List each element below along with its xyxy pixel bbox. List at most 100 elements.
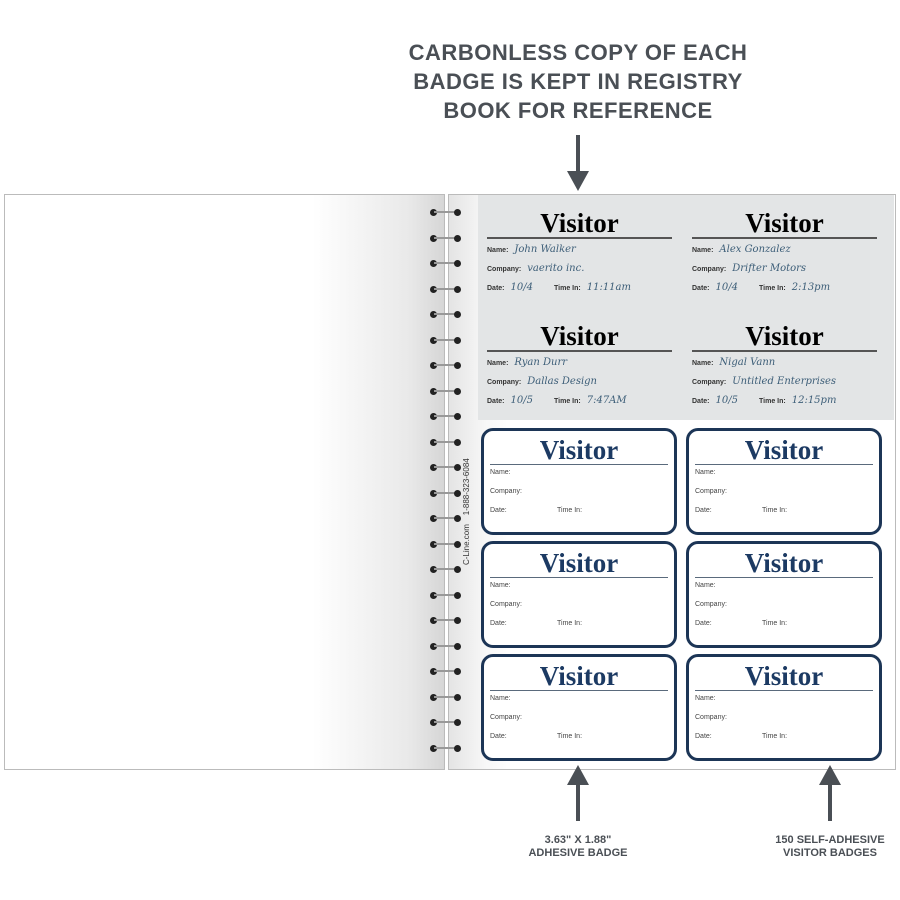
badge-title: Visitor — [744, 548, 824, 578]
spiral-ring — [430, 591, 464, 599]
spiral-ring — [430, 336, 464, 344]
date-value: 10/5 — [510, 395, 533, 406]
spiral-ring — [430, 514, 464, 522]
spiral-ring — [430, 463, 464, 471]
name-label: Name: — [695, 695, 716, 702]
spiral-ring — [430, 285, 464, 293]
name-label: Name: — [692, 247, 714, 254]
company-label: Company: — [695, 714, 727, 721]
spiral-ring — [430, 565, 464, 573]
name-label: Name: — [490, 695, 511, 702]
date-label: Date: — [490, 507, 507, 514]
time-label: Time In: — [554, 398, 581, 405]
company-label: Company: — [692, 266, 727, 273]
badge-title: Visitor — [539, 435, 619, 465]
spiral-ring — [430, 718, 464, 726]
name-label: Name: — [490, 582, 511, 589]
time-value: 7:47AM — [586, 395, 627, 406]
company-label: Company: — [692, 379, 727, 386]
time-value: 11:11am — [586, 282, 631, 293]
spiral-ring — [430, 259, 464, 267]
company-label: Company: — [695, 488, 727, 495]
spiral-ring — [430, 234, 464, 242]
name-label: Name: — [695, 582, 716, 589]
time-label: Time In: — [557, 507, 583, 514]
spiral-ring — [430, 310, 464, 318]
date-label: Date: — [490, 733, 507, 740]
name-value: Nigal Vann — [719, 357, 776, 368]
date-label: Date: — [695, 507, 712, 514]
name-label: Name: — [487, 360, 509, 367]
time-label: Time In: — [762, 620, 788, 627]
carbon-copy-area — [478, 195, 894, 420]
spiral-ring — [430, 412, 464, 420]
spiral-ring — [430, 489, 464, 497]
left-page — [4, 194, 445, 770]
top-callout: CARBONLESS COPY OF EACH BADGE IS KEPT IN… — [378, 38, 778, 125]
badge-title: Visitor — [540, 208, 619, 238]
time-value: 2:13pm — [791, 282, 831, 293]
callout-line: BADGE IS KEPT IN REGISTRY — [413, 69, 743, 94]
company-label: Company: — [487, 266, 522, 273]
badge-title: Visitor — [539, 661, 619, 691]
phone-text: 1-888-323-6084 — [462, 458, 471, 516]
spiral-ring — [430, 616, 464, 624]
spiral-ring — [430, 744, 464, 752]
company-label: Company: — [490, 714, 522, 721]
side-text: C-Line.com 1-888-323-6084 — [462, 455, 471, 565]
date-value: 10/4 — [510, 282, 533, 293]
callout-line: 150 SELF-ADHESIVE — [775, 834, 885, 846]
spiral-ring — [430, 540, 464, 548]
badge-title: Visitor — [745, 321, 824, 351]
company-label: Company: — [490, 601, 522, 608]
date-label: Date: — [695, 620, 712, 627]
time-label: Time In: — [557, 733, 583, 740]
date-label: Date: — [695, 733, 712, 740]
date-label: Date: — [692, 398, 710, 405]
badge-title: Visitor — [540, 321, 619, 351]
spiral-ring — [430, 642, 464, 650]
date-label: Date: — [487, 285, 505, 292]
company-value: vaerito inc. — [527, 263, 585, 274]
name-value: Alex Gonzalez — [719, 244, 791, 255]
spiral-ring — [430, 667, 464, 675]
company-value: Dallas Design — [527, 376, 597, 387]
name-value: John Walker — [514, 244, 576, 255]
time-label: Time In: — [759, 398, 786, 405]
company-label: Company: — [487, 379, 522, 386]
date-label: Date: — [487, 398, 505, 405]
badge-size-callout: 3.63" X 1.88" ADHESIVE BADGE — [478, 834, 678, 860]
callout-line: ADHESIVE BADGE — [528, 847, 628, 859]
spiral-ring — [430, 208, 464, 216]
name-label: Name: — [692, 360, 714, 367]
callout-line: 3.63" X 1.88" — [544, 834, 612, 846]
callout-line: CARBONLESS COPY OF EACH — [408, 40, 748, 65]
badge-count-callout: 150 SELF-ADHESIVE VISITOR BADGES — [730, 834, 900, 860]
date-value: 10/5 — [715, 395, 738, 406]
name-label: Name: — [695, 469, 716, 476]
company-value: Drifter Motors — [732, 263, 807, 274]
date-value: 10/4 — [715, 282, 738, 293]
time-value: 12:15pm — [791, 395, 837, 406]
time-label: Time In: — [557, 620, 583, 627]
time-label: Time In: — [762, 507, 788, 514]
spiral-ring — [430, 387, 464, 395]
callout-line: BOOK FOR REFERENCE — [443, 98, 713, 123]
company-label: Company: — [490, 488, 522, 495]
callout-line: VISITOR BADGES — [783, 847, 877, 859]
spiral-ring — [430, 438, 464, 446]
badge-title: Visitor — [744, 435, 824, 465]
badge-title: Visitor — [744, 661, 824, 691]
spiral-ring — [430, 693, 464, 701]
company-label: Company: — [695, 601, 727, 608]
time-label: Time In: — [759, 285, 786, 292]
